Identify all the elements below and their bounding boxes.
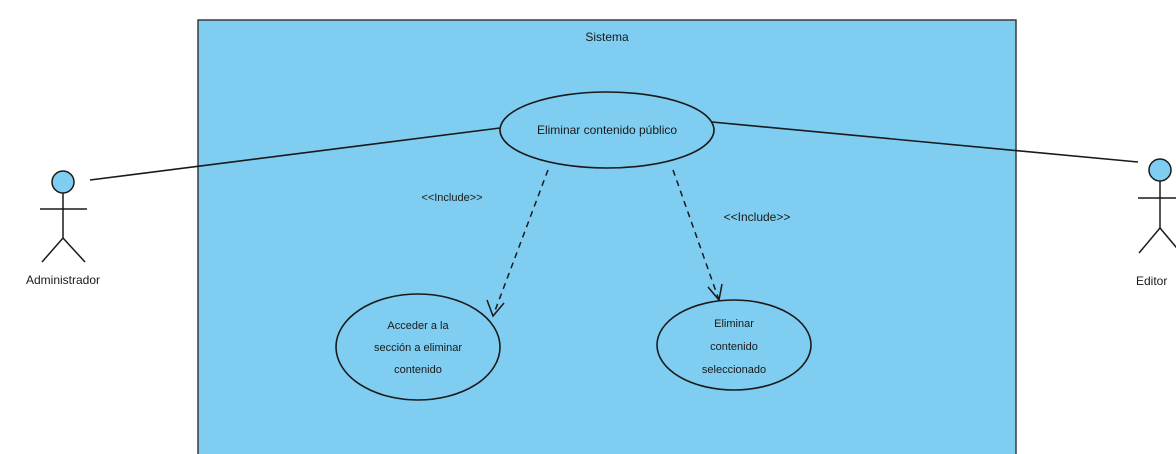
system-boundary: Sistema: [197, 19, 1017, 454]
use-case-delete-shape: [656, 299, 812, 391]
actor-editor[interactable]: [1138, 158, 1176, 254]
use-case-delete-label-line-1: Eliminar: [714, 318, 754, 330]
association-editor: [711, 121, 1139, 163]
actor-admin[interactable]: [40, 170, 87, 263]
actor-admin-leg-right: [62, 237, 86, 263]
use-case-access-label-line-3: contenido: [394, 364, 442, 376]
include-arrowhead-access: [486, 299, 505, 318]
system-box: [197, 19, 1017, 454]
use-case-delete-label-line-3: seleccionado: [702, 364, 766, 376]
use-case-delete[interactable]: Eliminar contenido seleccionado: [656, 299, 812, 391]
use-case-access-shape: [335, 293, 501, 401]
system-title: Sistema: [585, 30, 629, 44]
include-label-access: <<Include>>: [421, 192, 482, 204]
use-case-main[interactable]: Eliminar contenido público: [499, 91, 715, 169]
actor-editor-leg-right: [1159, 227, 1176, 249]
association-admin: [89, 127, 501, 181]
actor-admin-leg-left: [41, 237, 64, 263]
actor-editor-leg-left: [1138, 227, 1161, 254]
include-label-delete: <<Include>>: [724, 210, 791, 224]
use-case-main-shape: [499, 91, 715, 169]
include-line-delete: [672, 169, 720, 301]
use-case-main-label: Eliminar contenido público: [537, 123, 677, 137]
actor-admin-head: [51, 170, 75, 194]
associations: [89, 121, 1139, 181]
use-case-access-label-line-1: Acceder a la: [387, 320, 449, 332]
actor-admin-name: Administrador: [26, 273, 100, 287]
include-line-access: [492, 169, 549, 317]
actor-editor-name: Editor: [1136, 274, 1167, 288]
use-case-access-label-line-2: sección a eliminar: [374, 342, 462, 354]
actor-editor-head: [1148, 158, 1172, 182]
use-case-delete-label-line-2: contenido: [710, 341, 758, 353]
use-case-access[interactable]: Acceder a la sección a eliminar contenid…: [335, 293, 501, 401]
